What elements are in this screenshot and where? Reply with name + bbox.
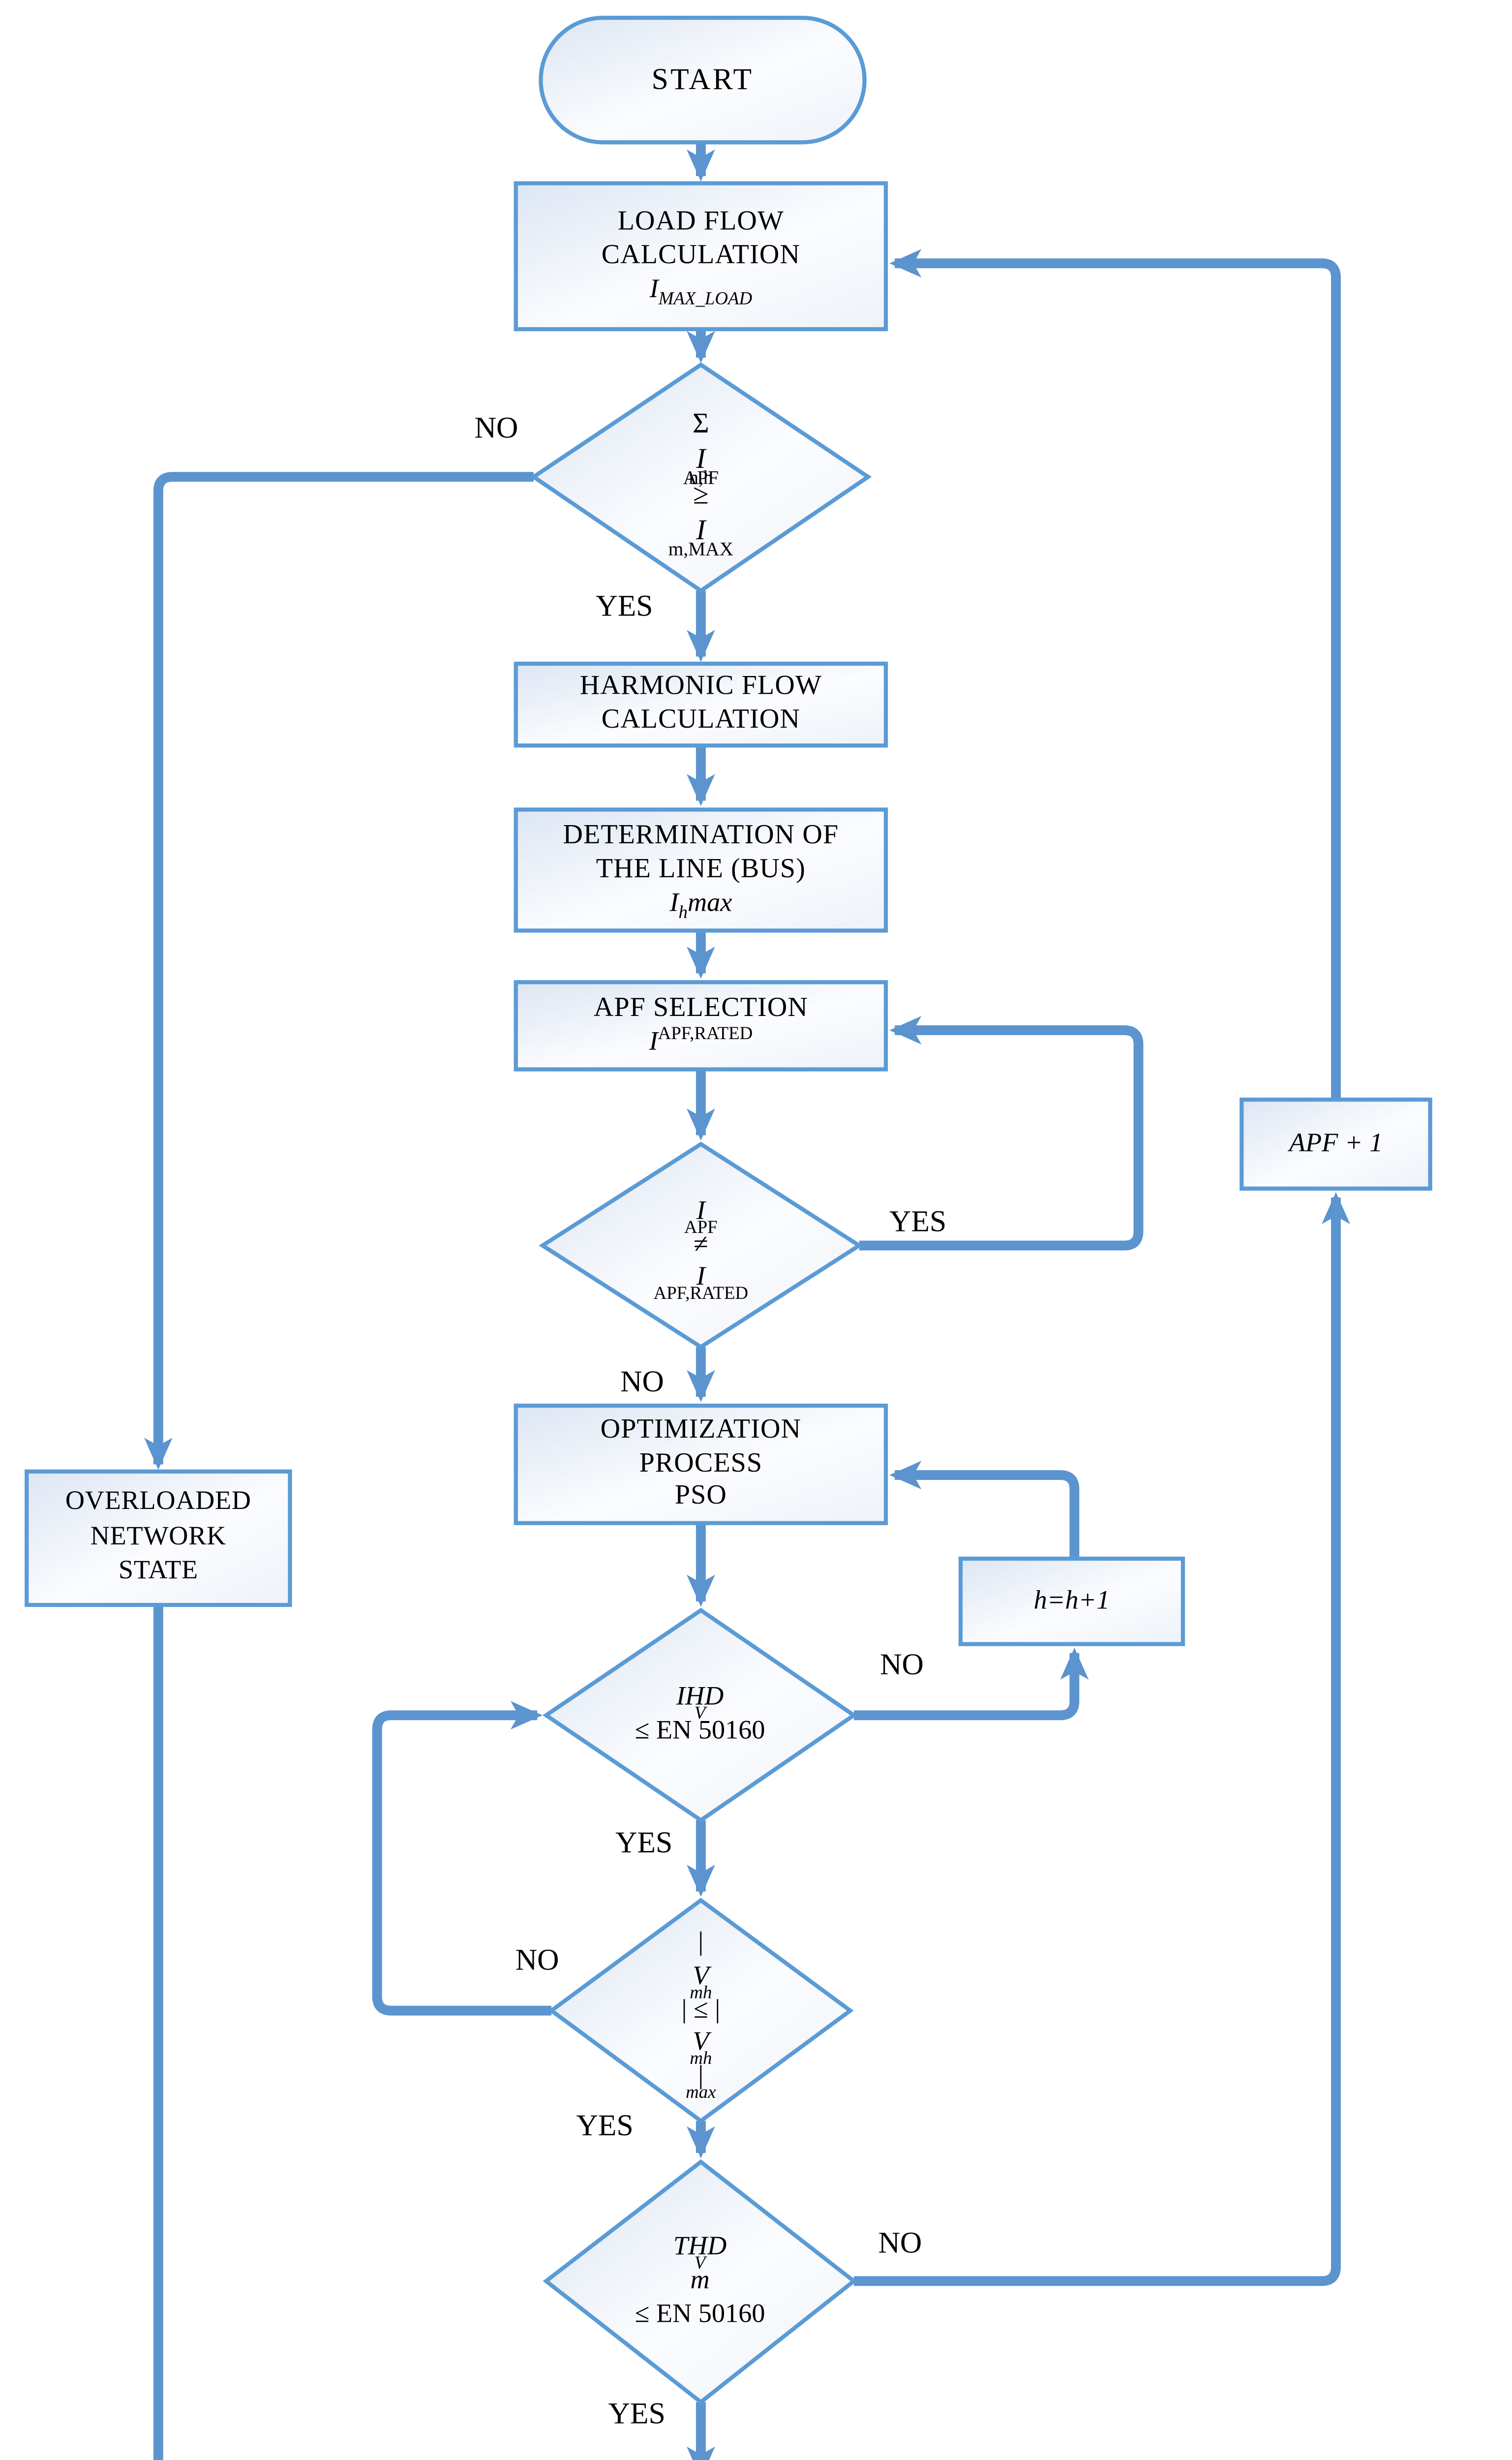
ihd-decision-shape [542,1607,858,1823]
rated-decision-shape [539,1141,863,1350]
loadflow-line-2: CALCULATION [601,239,801,270]
apfselection-process: APF SELECTION IAPF,RATED [516,982,886,1069]
harmonic-line-2: CALCULATION [601,705,801,735]
rated-yes-label: YES [889,1204,947,1239]
vmh-no-label: NO [515,1943,559,1977]
apfplus-formula: APF + 1 [1289,1129,1383,1158]
edge-thd-no-to-apfplus [853,1192,1350,2286]
vmh-yes-label: YES [576,2108,634,2143]
edge-rated-yes-loop [859,1016,1144,1251]
edge-overload-no-to-overloaded-state [144,472,534,1470]
overloaded-state: OVERLOADED NETWORK STATE [27,1472,290,1605]
ihd-no-label: NO [880,1647,924,1682]
edge-vmh-no-loop [372,1701,552,2016]
loadflow-formula: IMAX_LOAD [649,275,753,309]
apfselection-formula: IAPF,RATED [649,1024,753,1056]
rated-no-label: NO [620,1364,664,1399]
overloaded-line-3: STATE [118,1557,198,1586]
overloaded-line-1: OVERLOADED [65,1488,251,1517]
optimization-line-3: PSO [674,1481,727,1512]
start-terminal-label: START [651,62,754,96]
apfselection-process-shape [514,980,888,1072]
harmonic-process-shape [514,661,888,748]
optimization-process-shape [514,1403,888,1525]
overload-no-label: NO [474,411,518,445]
determination-formula: Ihmax [669,889,732,923]
apfplus-process-shape [1240,1097,1432,1191]
harmonic-line-1: HARMONIC FLOW [579,671,822,702]
overload-decision-shape [530,362,872,593]
harmonic-process: HARMONIC FLOW CALCULATION [516,664,886,745]
loadflow-line-1: LOAD FLOW [617,206,785,236]
loadflow-process: LOAD FLOW CALCULATION IMAX_LOAD [516,183,886,329]
overloaded-line-2: NETWORK [90,1522,226,1551]
start-terminal-shape [539,16,867,145]
determination-line-2: THE LINE (BUS) [596,853,806,884]
thd-decision-shape [543,2159,857,2405]
edge-hincrement-to-optimization [889,1461,1080,1559]
optimization-line-1: OPTIMIZATION [600,1414,802,1445]
optimization-line-2: PROCESS [639,1447,763,1478]
determination-line-1: DETERMINATION OF [563,820,839,850]
overload-yes-label: YES [596,589,653,623]
determination-process-shape [514,807,888,933]
hincrement-process-shape [958,1556,1185,1646]
overloaded-state-shape [25,1469,292,1607]
thd-yes-label: YES [608,2397,665,2431]
determination-process: DETERMINATION OF THE LINE (BUS) Ihmax [516,810,886,931]
hincrement-formula: h=h+1 [1033,1586,1110,1615]
loadflow-process-shape [514,181,888,332]
edge-ihd-no-to-hincrement [853,1647,1089,1721]
ihd-yes-label: YES [615,1825,673,1860]
edge-apfplus-to-loadflow [889,249,1341,1100]
apfselection-line-1: APF SELECTION [593,992,808,1023]
thd-no-label: NO [878,2226,922,2260]
vmh-decision-shape [548,1898,854,2124]
optimization-process: OPTIMIZATION PROCESS PSO [516,1406,886,1523]
